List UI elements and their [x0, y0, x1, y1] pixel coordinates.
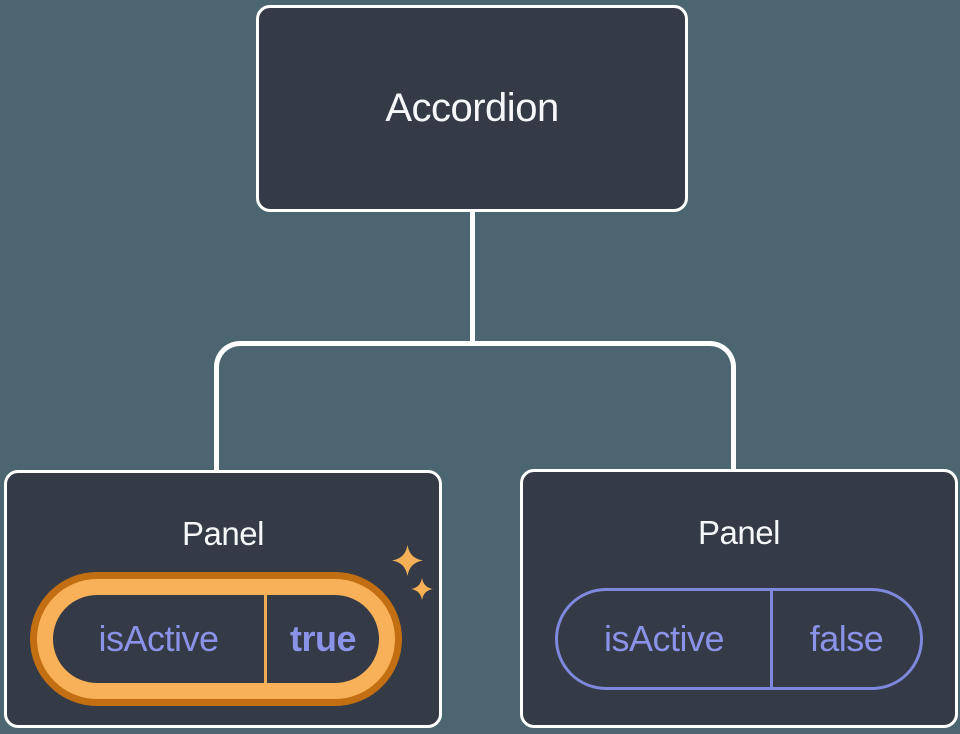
panel-node-active: Panel isActive true — [4, 470, 442, 728]
prop-name: isActive — [603, 618, 725, 659]
prop-pill: isActive false — [555, 588, 923, 690]
connector-stem-line — [470, 210, 475, 346]
prop-pill-highlight-glow: isActive true — [37, 579, 395, 699]
sparkle-icon — [411, 578, 433, 600]
prop-value: true — [289, 618, 357, 659]
sparkle-icon — [392, 545, 423, 576]
accordion-node: Accordion — [256, 5, 688, 212]
prop-pill-divider — [770, 591, 773, 687]
prop-pill-divider — [264, 595, 267, 683]
panel-label: Panel — [698, 514, 780, 551]
panel-node-inactive: Panel isActive false — [520, 469, 958, 728]
accordion-label: Accordion — [385, 86, 559, 130]
prop-pill-highlight-ring: isActive true — [30, 572, 402, 706]
prop-name: isActive — [98, 618, 219, 659]
connector-branch-line — [214, 341, 736, 471]
panel-label: Panel — [182, 515, 264, 552]
prop-pill: isActive true — [53, 595, 379, 683]
prop-value: false — [809, 618, 884, 659]
